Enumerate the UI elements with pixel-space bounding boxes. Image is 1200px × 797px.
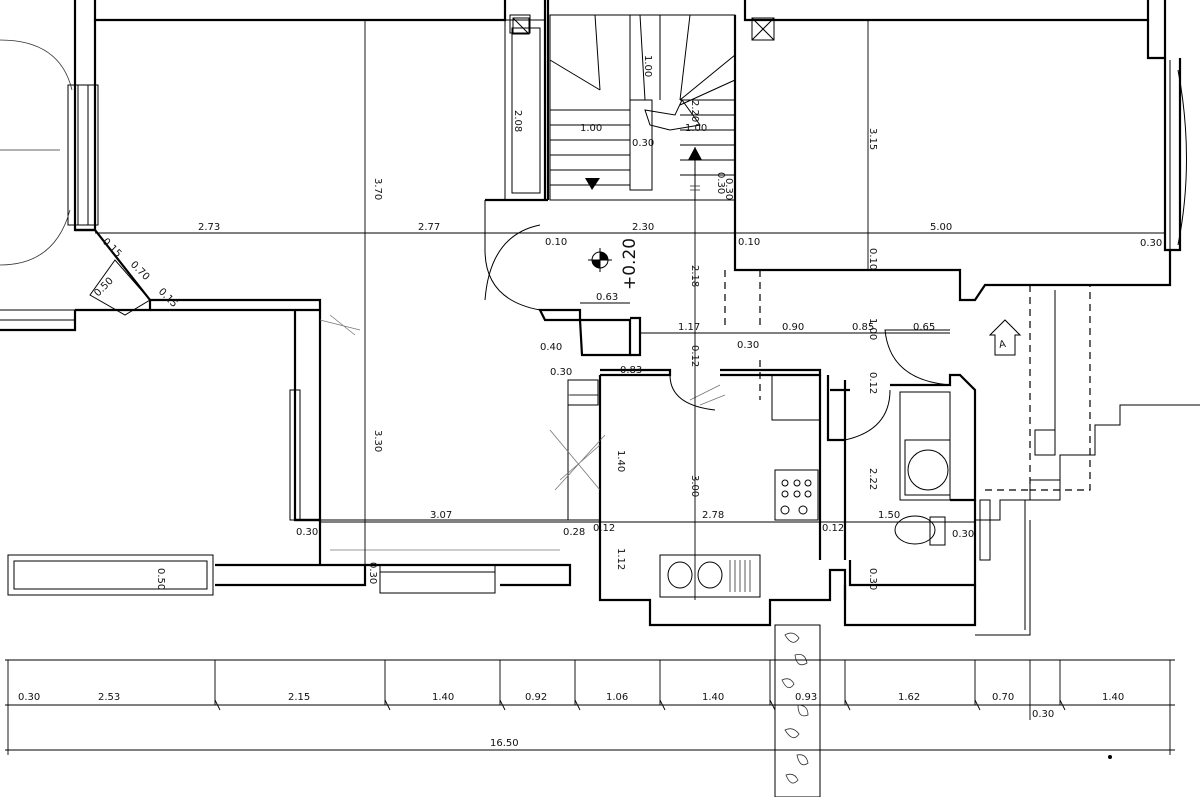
dim-label: 0.12 bbox=[822, 523, 844, 534]
dim-label: 2.73 bbox=[198, 222, 220, 233]
dim-label: 0.30 bbox=[723, 178, 734, 200]
dim-label: 1.40 bbox=[615, 450, 626, 472]
dim-label: 2.08 bbox=[512, 110, 523, 132]
dim-label: 1.00 bbox=[642, 55, 653, 77]
dim-label: 0.85 bbox=[852, 322, 874, 333]
dim-label: 0.70 bbox=[992, 692, 1014, 703]
dim-label: 0.15 bbox=[100, 236, 124, 260]
dim-label: 1.40 bbox=[1102, 692, 1124, 703]
dim-label: 1.17 bbox=[678, 322, 700, 333]
dim-label: 0.92 bbox=[525, 692, 547, 703]
dim-label: 1.06 bbox=[606, 692, 628, 703]
exterior-walls bbox=[0, 0, 1200, 636]
dim-label: 3.30 bbox=[372, 430, 383, 452]
dim-label: 1.50 bbox=[878, 510, 900, 521]
dim-label: 1.40 bbox=[702, 692, 724, 703]
dim-label: 2.53 bbox=[98, 692, 120, 703]
dim-label: 0.65 bbox=[913, 322, 935, 333]
dim-label: 0.30 bbox=[550, 367, 572, 378]
entrance-marker: A bbox=[988, 319, 1022, 356]
dim-label: 0.30 bbox=[367, 562, 378, 584]
dim-label: 0.15 bbox=[156, 286, 180, 310]
dim-label: 0.30 bbox=[1032, 709, 1054, 720]
dim-label: 0.30 bbox=[715, 172, 726, 194]
dim-label: 0.50 bbox=[92, 276, 116, 300]
dim-label: 2.22 bbox=[867, 468, 878, 490]
dim-label: 0.30 bbox=[952, 529, 974, 540]
dim-label: 2.15 bbox=[288, 692, 310, 703]
dim-label: 0.10 bbox=[545, 237, 567, 248]
dim-label: 0.30 bbox=[867, 568, 878, 590]
dim-label: 0.30 bbox=[18, 692, 40, 703]
interior-lines bbox=[0, 14, 951, 598]
dim-label: 1.62 bbox=[898, 692, 920, 703]
dim-label: 0.12 bbox=[867, 372, 878, 394]
dim-label: 5.00 bbox=[930, 222, 952, 233]
dim-label: 2.30 bbox=[632, 222, 654, 233]
staircase bbox=[549, 14, 736, 201]
dim-label: 0.30 bbox=[1140, 238, 1162, 249]
dimension-lines bbox=[5, 20, 1175, 759]
dim-label: 1.12 bbox=[615, 548, 626, 570]
stone-path bbox=[774, 624, 821, 797]
dim-label: 0.90 bbox=[782, 322, 804, 333]
dim-label: 2.20 bbox=[689, 100, 700, 122]
dim-label: 2.78 bbox=[702, 510, 724, 521]
dim-label: 0.10 bbox=[867, 248, 878, 270]
dim-label: 2.77 bbox=[418, 222, 440, 233]
dim-label: 0.30 bbox=[632, 138, 654, 149]
dim-label: 0.12 bbox=[593, 523, 615, 534]
entrance-marker-label: A bbox=[998, 339, 1007, 351]
dim-label: 0.50 bbox=[155, 568, 166, 590]
dim-label: 0.93 bbox=[795, 692, 817, 703]
dim-label: 0.83 bbox=[620, 365, 642, 376]
dimension-labels: +0.20 2.73 2.77 0.10 2.30 0.10 5.00 0.30… bbox=[18, 55, 1162, 749]
dim-label: 1.40 bbox=[432, 692, 454, 703]
dim-label: 3.15 bbox=[867, 128, 878, 150]
dim-label: 3.00 bbox=[689, 475, 700, 497]
overall-width-label: 16.50 bbox=[490, 738, 519, 749]
dim-label: 2.18 bbox=[689, 265, 700, 287]
dim-label: 0.30 bbox=[737, 340, 759, 351]
dim-label: 3.07 bbox=[430, 510, 452, 521]
dim-label: 0.10 bbox=[738, 237, 760, 248]
dim-label: 0.63 bbox=[596, 292, 618, 303]
dim-label: 3.70 bbox=[372, 178, 383, 200]
dim-label: 1.00 bbox=[867, 318, 878, 340]
dim-label: 0.30 bbox=[296, 527, 318, 538]
elevation-symbol bbox=[588, 248, 612, 272]
dim-label: 0.28 bbox=[563, 527, 585, 538]
elevation-label: +0.20 bbox=[620, 238, 640, 290]
dim-label: 0.40 bbox=[540, 342, 562, 353]
dim-label: 0.12 bbox=[689, 345, 700, 367]
dim-label: 1.00 bbox=[685, 123, 707, 134]
dim-label: 1.00 bbox=[580, 123, 602, 134]
